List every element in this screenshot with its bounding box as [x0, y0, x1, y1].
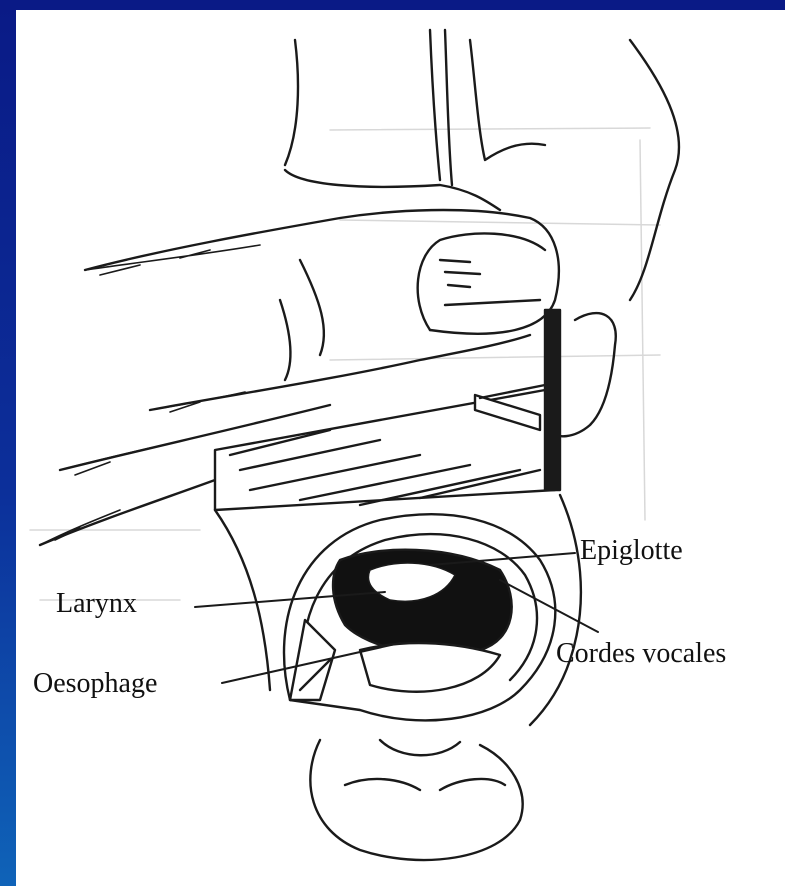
neck-lines	[285, 30, 679, 300]
label-epiglotte: Epiglotte	[580, 537, 683, 565]
chin-drawing	[310, 740, 522, 860]
label-cordes-vocales: Cordes vocales	[556, 640, 726, 668]
background-ghost-lines	[30, 128, 660, 600]
oral-cavity	[284, 514, 555, 720]
label-larynx: Larynx	[56, 590, 137, 618]
leader-cordes-vocales	[500, 580, 598, 632]
label-oesophage: Oesophage	[33, 670, 157, 698]
